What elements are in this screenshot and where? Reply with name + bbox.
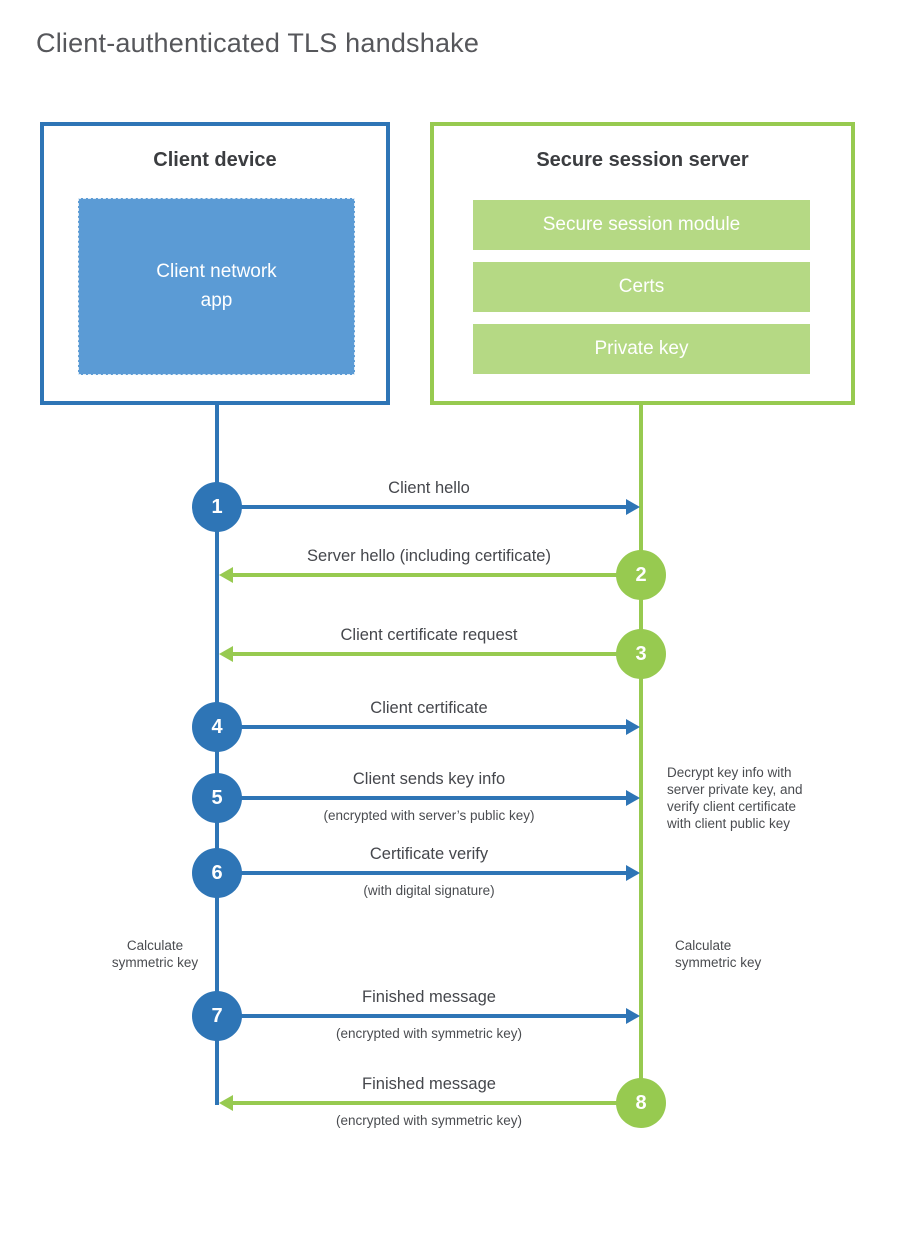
step-5-label: Client sends key info [352, 770, 506, 788]
step-8-sublabel: (encrypted with symmetric key) [335, 1113, 523, 1128]
server-module-bar-certs: Certs [473, 262, 810, 312]
diagram-title: Client-authenticated TLS handshake [36, 28, 480, 58]
step-7-arrow [230, 1014, 626, 1018]
step-4-label: Client certificate [370, 699, 488, 717]
client-device-heading: Client device [153, 149, 277, 171]
step-7-arrowhead-icon [626, 1008, 640, 1024]
step-2-arrowhead-icon [219, 567, 233, 583]
step-2-label: Server hello (including certificate) [307, 547, 551, 565]
step-6-label: Certificate verify [369, 845, 489, 863]
step-8-arrow [233, 1101, 617, 1105]
step-3-badge: 3 [616, 629, 666, 679]
step-6-arrow [230, 871, 626, 875]
step-3-label: Client certificate request [340, 626, 518, 644]
client-lifeline [215, 405, 219, 1105]
step-2-arrow [233, 573, 617, 577]
decrypt-key-note: Decrypt key info with server private key… [667, 765, 803, 831]
step-6-badge: 6 [192, 848, 242, 898]
step-3-arrowhead-icon [219, 646, 233, 662]
server-heading: Secure session server [536, 149, 749, 171]
step-8-label: Finished message [362, 1075, 496, 1093]
server-lifeline [639, 405, 643, 1081]
step-5-sublabel: (encrypted with server’s public key) [323, 808, 535, 823]
step-1-label: Client hello [388, 479, 470, 497]
step-1-arrowhead-icon [626, 499, 640, 515]
step-3-arrow [233, 652, 617, 656]
server-module-bar-secure-session: Secure session module [473, 200, 810, 250]
step-5-badge: 5 [192, 773, 242, 823]
step-2-badge: 2 [616, 550, 666, 600]
step-5-arrowhead-icon [626, 790, 640, 806]
step-8-badge: 8 [616, 1078, 666, 1128]
step-4-arrow [230, 725, 626, 729]
step-7-badge: 7 [192, 991, 242, 1041]
calculate-symmetric-key-server: Calculate symmetric key [675, 938, 762, 970]
step-1-badge: 1 [192, 482, 242, 532]
step-4-arrowhead-icon [626, 719, 640, 735]
step-6-sublabel: (with digital signature) [363, 883, 495, 898]
step-7-sublabel: (encrypted with symmetric key) [335, 1026, 523, 1041]
calculate-symmetric-key-client: Calculate symmetric key [111, 938, 199, 970]
step-4-badge: 4 [192, 702, 242, 752]
server-module-bar-private-key: Private key [473, 324, 810, 374]
step-7-label: Finished message [362, 988, 496, 1006]
step-1-arrow [230, 505, 626, 509]
step-8-arrowhead-icon [219, 1095, 233, 1111]
step-6-arrowhead-icon [626, 865, 640, 881]
client-network-app-box: Client network app [78, 198, 355, 375]
step-5-arrow [230, 796, 626, 800]
